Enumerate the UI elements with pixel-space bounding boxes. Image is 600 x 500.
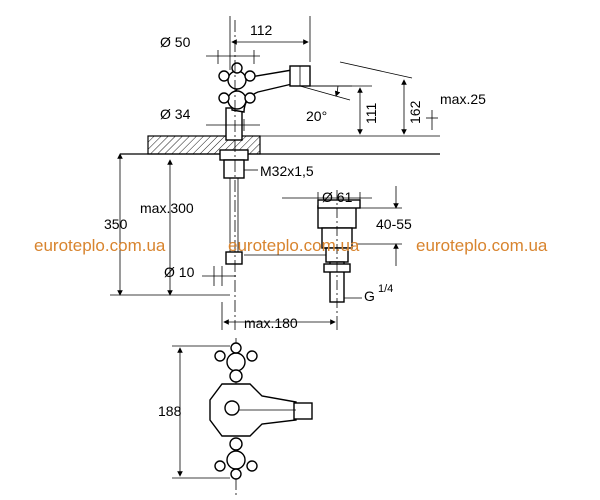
plan-lever [224, 400, 240, 416]
dim-thread-m32: M32x1,5 [260, 163, 314, 179]
dim-350: 350 [104, 216, 128, 232]
cross-handle-top [218, 62, 256, 90]
dim-max-180: max.180 [244, 315, 298, 331]
angle-arc [334, 85, 341, 97]
dim-dia-50: Ø 50 [160, 34, 191, 50]
ext-162-top [339, 61, 413, 79]
threaded-shank [223, 159, 245, 179]
dim-112: 112 [250, 22, 273, 38]
plan-spout-outlet [293, 402, 313, 420]
dim-range-40-55: 40-55 [376, 216, 412, 232]
dim-dia-10: Ø 10 [164, 264, 195, 280]
plan-view: 188 [158, 338, 313, 496]
dim-dia-61: Ø 61 [322, 189, 353, 205]
dim-max-25: max.25 [440, 91, 486, 107]
dim-162: 162 [407, 100, 423, 124]
angle-line-a [299, 85, 351, 101]
plan-handle-top [214, 342, 258, 383]
cross-handle-bottom [218, 90, 256, 110]
dim-188: 188 [158, 403, 182, 419]
watermark-3: euroteplo.com.ua [416, 236, 548, 255]
dim-111: 111 [363, 103, 379, 124]
dim-dia-34: Ø 34 [160, 106, 191, 122]
watermark-1: euroteplo.com.ua [34, 236, 166, 255]
dim-max-300: max.300 [140, 200, 194, 216]
side-elevation: 112 Ø 50 Ø 34 20° 111 162 max.25 M32x1,5 [104, 16, 486, 331]
hose-connector [225, 251, 243, 265]
watermark-2: euroteplo.com.ua [228, 236, 360, 255]
dim-thread-g-fraction: 1/4 [378, 283, 393, 295]
plan-handle-bottom [214, 437, 258, 480]
dim-thread-g: G [364, 288, 375, 304]
mounting-nut [219, 149, 249, 161]
drain-assembly [244, 190, 361, 318]
dim-angle-20: 20° [306, 108, 327, 124]
tap-base [225, 107, 243, 141]
